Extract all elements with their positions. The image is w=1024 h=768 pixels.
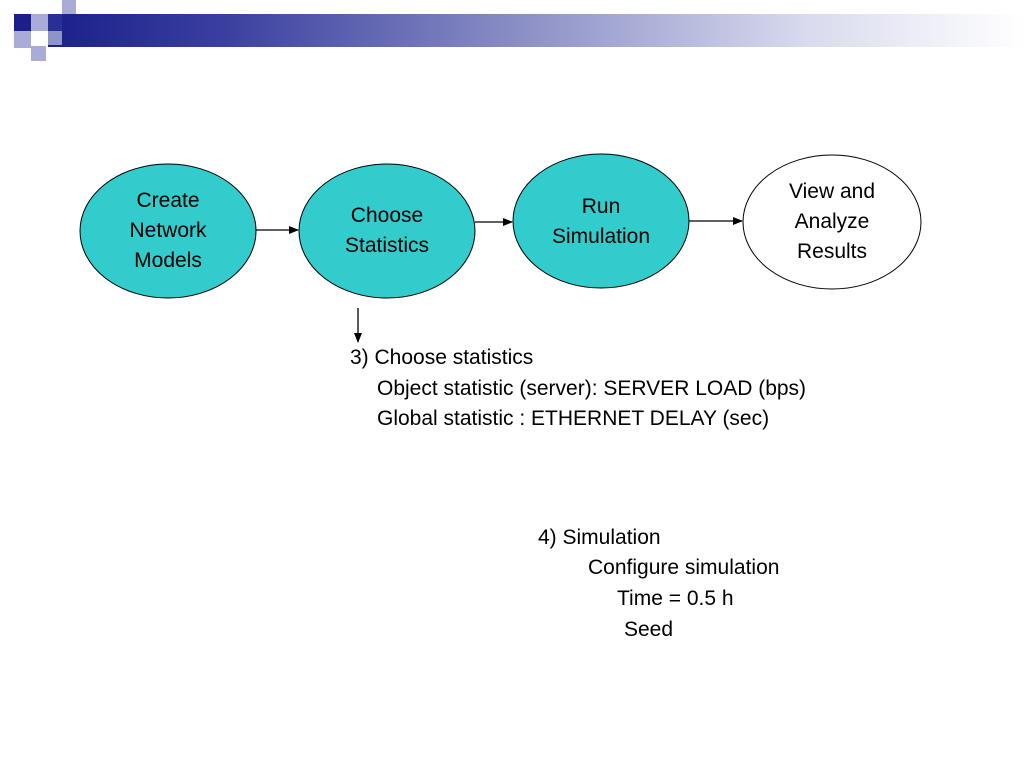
header-square-light <box>62 0 76 14</box>
node-label-choose: Choose Statistics <box>344 204 430 257</box>
node-label-view: View and Analyze Results <box>788 180 875 263</box>
step4-time: Time = 0.5 h <box>617 587 734 610</box>
step4-title: 4) Simulation <box>538 526 661 549</box>
header-square-dark <box>14 14 31 31</box>
step4-configure-simulation: Configure simulation <box>588 556 780 579</box>
step4-seed: Seed <box>624 618 674 641</box>
node-choose-statistics <box>298 163 476 299</box>
step3-global-statistic: Global statistic : ETHERNET DELAY (sec) <box>377 407 770 430</box>
header-square-dark <box>48 14 62 31</box>
node-view-analyze-results <box>742 154 922 290</box>
node-label-run: Run Simulation <box>551 195 651 248</box>
step3-object-statistic: Object statistic (server): SERVER LOAD (… <box>377 377 807 400</box>
step3-title: 3) Choose statistics <box>350 346 534 369</box>
header-square-light <box>48 31 62 45</box>
header-square-light <box>31 14 48 31</box>
header-square-light <box>14 31 31 48</box>
node-label-create: Create Network Models <box>129 189 207 272</box>
header-gradient-bar <box>48 14 1024 47</box>
header-square-light <box>31 46 46 61</box>
node-create-network-models <box>79 163 257 299</box>
